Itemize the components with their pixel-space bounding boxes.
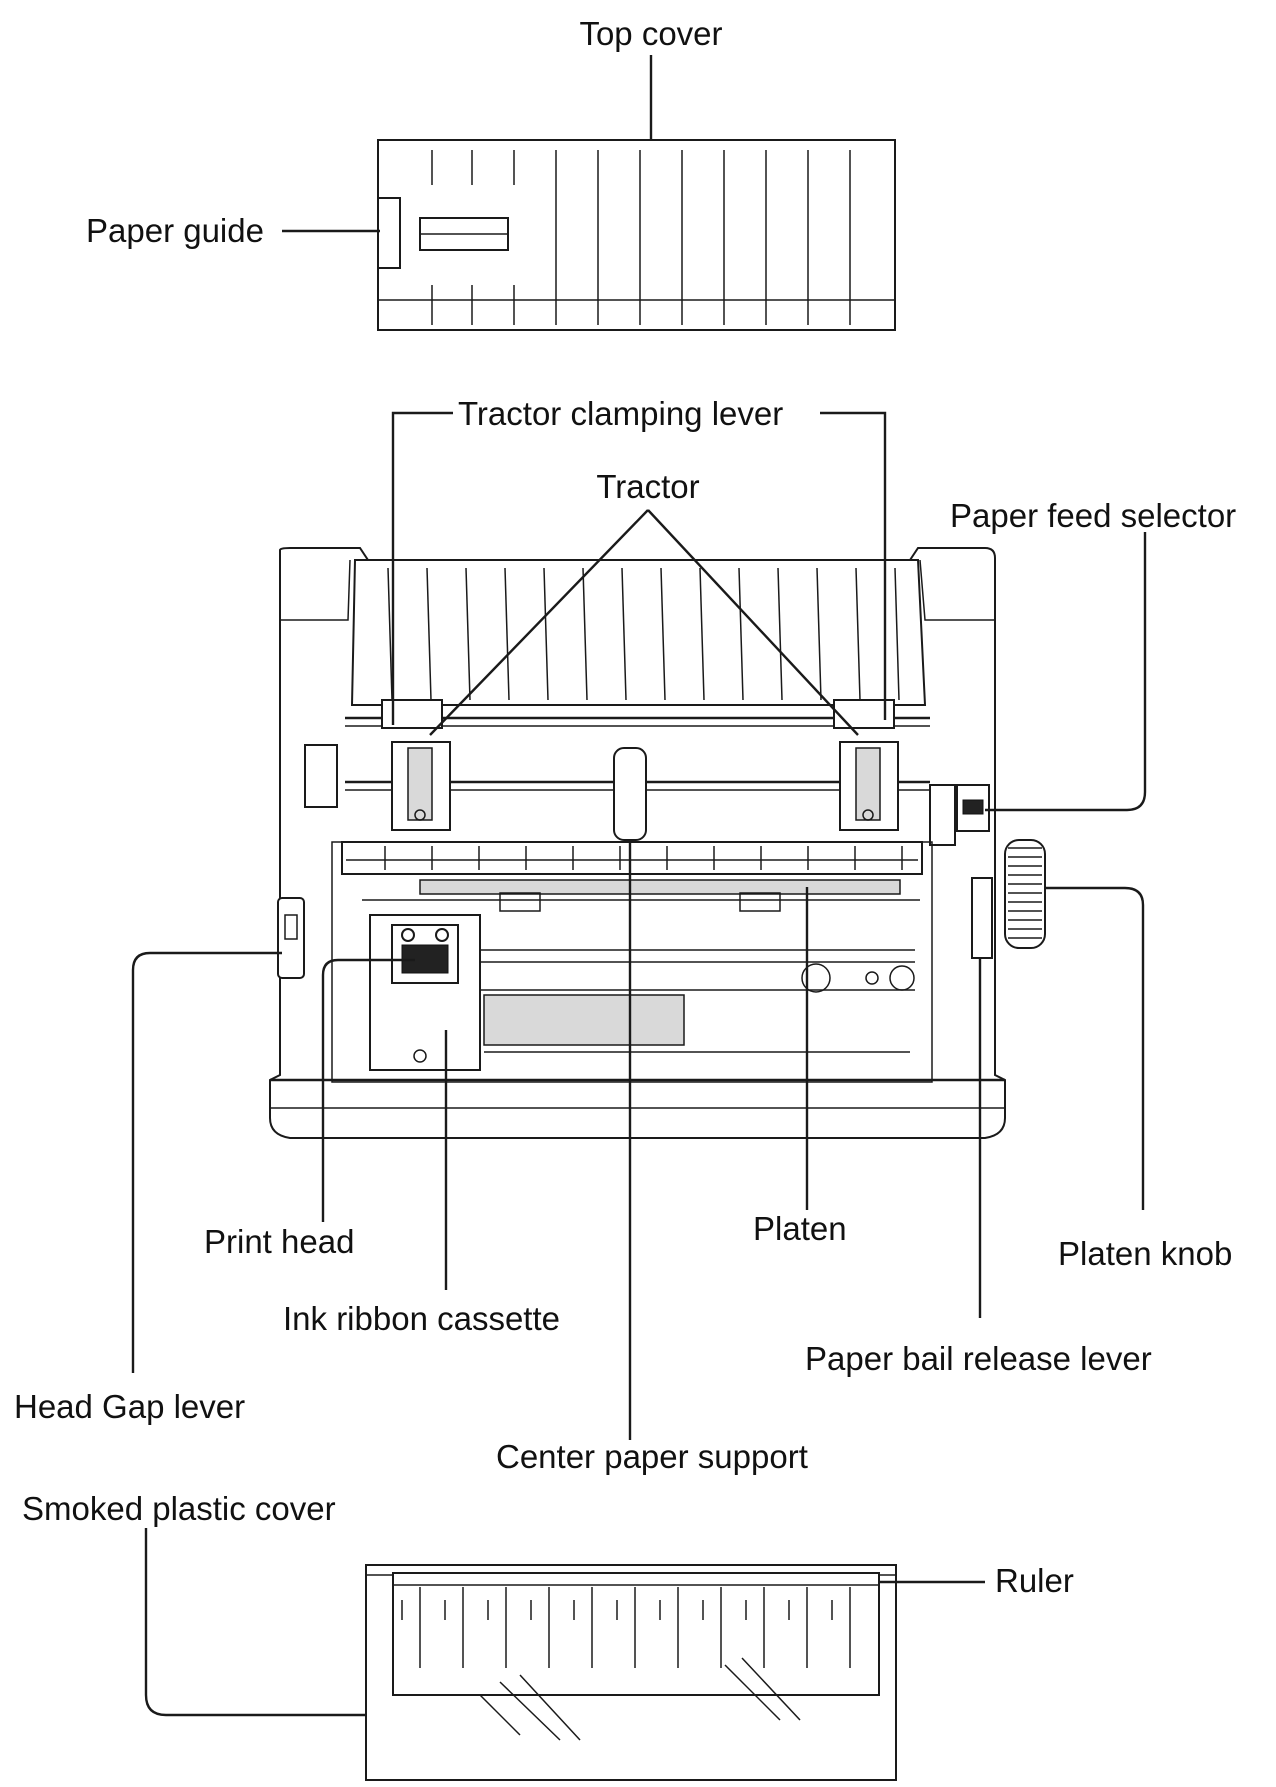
labels: Top cover Paper guide Tractor clamping l…: [14, 15, 1236, 1599]
platen-drawing: [419, 879, 901, 895]
smoked-plastic-cover-drawing: [365, 1564, 897, 1781]
label-paper-feed-selector: Paper feed selector: [950, 497, 1236, 534]
platen-knob-drawing: [1004, 839, 1046, 949]
ruler-ticks: [401, 1587, 851, 1668]
paper-bail-release-lever-drawing: [971, 877, 993, 959]
label-tractor-clamping-lever: Tractor clamping lever: [458, 395, 783, 432]
label-center-paper-support: Center paper support: [496, 1438, 808, 1475]
label-ruler: Ruler: [995, 1562, 1074, 1599]
label-ink-ribbon-cassette: Ink ribbon cassette: [283, 1300, 560, 1337]
cover-glare: [479, 1657, 801, 1741]
label-platen: Platen: [753, 1210, 847, 1247]
label-top-cover: Top cover: [579, 15, 722, 52]
top-cover-ribs: [431, 150, 851, 325]
label-paper-bail-release-lever: Paper bail release lever: [805, 1340, 1152, 1377]
rear-separator-ribs: [387, 567, 900, 701]
center-paper-support-drawing: [613, 747, 647, 841]
top-cover-drawing: [377, 139, 896, 331]
label-print-head: Print head: [204, 1223, 354, 1260]
paper-feed-selector-drawing: [956, 784, 990, 832]
label-tractor: Tractor: [596, 468, 699, 505]
leader-lines: [131, 55, 1147, 1717]
label-platen-knob: Platen knob: [1058, 1235, 1232, 1272]
ruler-window: [392, 1572, 880, 1696]
head-gap-lever-drawing: [277, 897, 305, 979]
paper-guide-drawing: [377, 197, 401, 269]
bail-bar-cells: [346, 846, 918, 870]
ink-ribbon-drawing: [483, 994, 685, 1046]
label-smoked-plastic-cover: Smoked plastic cover: [22, 1490, 336, 1527]
label-paper-guide: Paper guide: [86, 212, 264, 249]
label-head-gap-lever: Head Gap lever: [14, 1388, 245, 1425]
printer-body-drawing: [269, 547, 1046, 1139]
